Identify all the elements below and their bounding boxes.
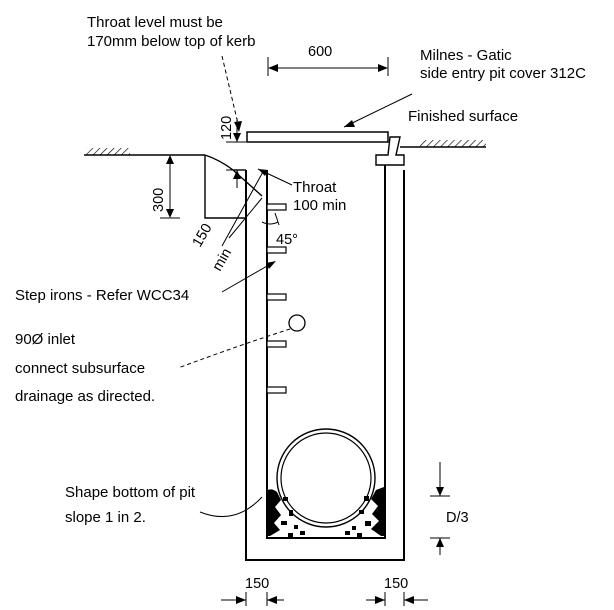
inlet-note-line3: drainage as directed. — [15, 388, 155, 405]
step-irons — [266, 203, 287, 394]
throat-level-note-line2: 170mm below top of kerb — [87, 33, 255, 50]
benching-value: D/3 — [446, 510, 469, 526]
dimension-kerb-offset — [226, 118, 246, 188]
benching-note-line1: Shape bottom of pit — [65, 484, 196, 501]
throat-slope-value: 150 — [190, 221, 216, 250]
kerb-offset-value: 120 — [219, 116, 235, 140]
cover-width-value: 600 — [308, 44, 332, 60]
throat-level-note-line1: Throat level must be — [87, 14, 223, 31]
finished-surface-label: Finished surface — [408, 108, 518, 125]
ground-left — [84, 148, 205, 156]
leader-lines — [177, 55, 413, 518]
dimension-walls — [221, 592, 428, 606]
kerb-depth-value: 300 — [151, 188, 167, 212]
benching — [268, 487, 384, 537]
ground-right — [400, 140, 486, 148]
dimension-kerb-depth — [160, 154, 180, 219]
wall-right-value: 150 — [384, 576, 408, 592]
cover-note-line1: Milnes - Gatic — [420, 47, 512, 64]
throat-note-line1: Throat — [293, 179, 337, 196]
pit-cover — [246, 131, 389, 143]
angle-arc — [261, 221, 279, 225]
benching-note-line2: slope 1 in 2. — [65, 509, 146, 526]
cover-note-line2: side entry pit cover 312C — [420, 65, 586, 82]
dimension-cover-width — [267, 57, 389, 76]
dimension-throat-slope — [221, 169, 265, 247]
throat-note-line2: 100 min — [293, 197, 346, 214]
inlet-circle — [288, 314, 306, 332]
angle-value: 45° — [276, 232, 298, 248]
dimension-benching — [430, 462, 450, 555]
inlet-note-line1: 90Ø inlet — [15, 331, 76, 348]
outlet-pipe — [276, 428, 376, 528]
throat-slope-unit: min — [210, 246, 236, 274]
wall-left-value: 150 — [245, 576, 269, 592]
inlet-note-line2: connect subsurface — [15, 360, 145, 377]
step-irons-note: Step irons - Refer WCC34 — [15, 287, 189, 304]
cover-frame-seat — [375, 136, 405, 166]
